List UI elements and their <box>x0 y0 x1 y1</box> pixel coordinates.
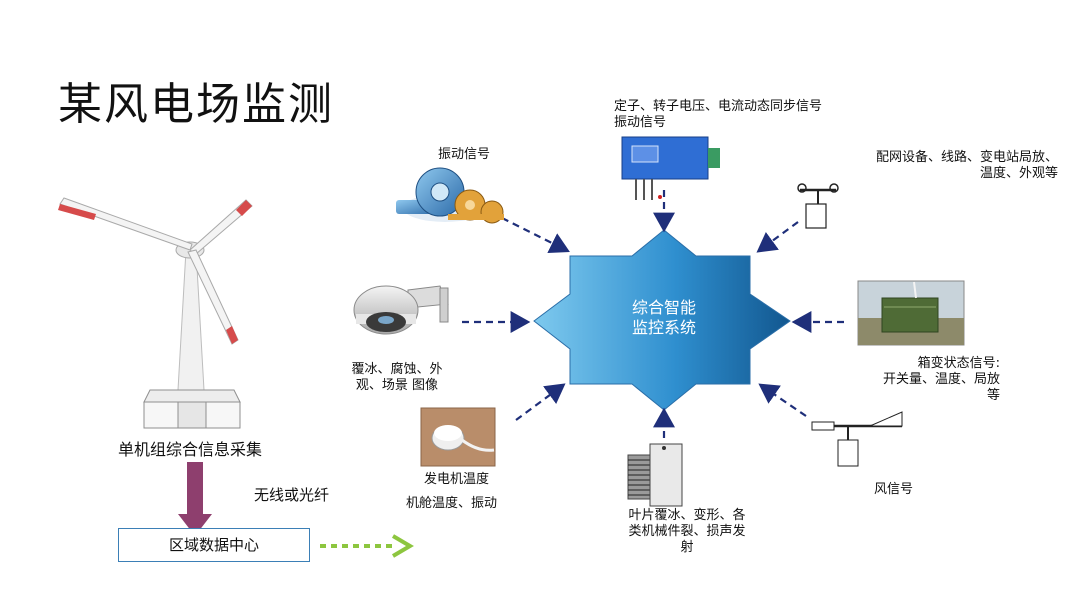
camera-label-line1: 覆冰、腐蚀、外 <box>351 362 443 377</box>
camera-label: 覆冰、腐蚀、外 观、场景 图像 <box>338 362 456 394</box>
box-label-line1: 箱变状态信号: <box>917 356 1000 371</box>
link-label: 无线或光纤 <box>254 486 330 504</box>
box-label-line3: 等 <box>986 388 1000 403</box>
gearbox-icon <box>396 167 504 224</box>
camera-icon <box>353 285 449 335</box>
turbine-caption: 单机组综合信息采集 <box>118 440 263 459</box>
datacenter-label: 区域数据中心 <box>168 536 259 554</box>
arrow-vibration <box>501 217 570 253</box>
hub-label: 综合智能 监控系统 <box>600 298 728 338</box>
blade-label: 叶片覆冰、变形、各 类机械件裂、损声发 射 <box>608 508 766 556</box>
box-transformer-photo <box>857 280 965 346</box>
blade-label-line3: 射 <box>680 540 694 555</box>
camera-label-line2: 观、场景 图像 <box>355 378 439 393</box>
outbound-arrow <box>320 534 414 558</box>
box-transformer-label: 箱变状态信号: 开关量、温度、局放 等 <box>852 356 1000 404</box>
wind-turbine-icon <box>58 197 253 429</box>
grid-label-line2: 温度、外观等 <box>979 166 1058 181</box>
blade-label-line2: 类机械件裂、损声发 <box>628 524 746 539</box>
page-title: 某风电场监测 <box>58 79 334 130</box>
datacenter-box: 区域数据中心 <box>118 528 310 562</box>
hub-label-line1: 综合智能 <box>631 298 696 317</box>
blade-label-line1: 叶片覆冰、变形、各 <box>628 508 746 523</box>
grid-label: 配网设备、线路、变电站局放、 温度、外观等 <box>842 150 1058 182</box>
vibration-label: 振动信号 <box>438 147 491 162</box>
electrical-device-icon <box>621 136 720 200</box>
grid-label-line1: 配网设备、线路、变电站局放、 <box>875 150 1058 165</box>
hub-label-line2: 监控系统 <box>631 318 696 337</box>
arrow-wind <box>758 383 807 417</box>
generator-temp-label: 发电机温度 <box>424 472 490 487</box>
anemometer-icon <box>811 411 903 467</box>
arrow-grid <box>756 221 799 253</box>
box-label-line2: 开关量、温度、局放 <box>882 372 1000 387</box>
nacelle-label: 机舱温度、振动 <box>406 496 498 511</box>
acoustic-sensor-icon <box>627 443 683 507</box>
stator-label-line2: 振动信号 <box>614 115 667 130</box>
wind-signal-label: 风信号 <box>874 482 914 497</box>
stator-label-line1: 定子、转子电压、电流动态同步信号 <box>614 99 823 114</box>
arrow-gen-temp <box>515 383 566 421</box>
temperature-sensor-photo <box>420 407 496 467</box>
grid-sensor-icon <box>797 183 839 229</box>
uplink-arrow <box>178 462 212 536</box>
stator-label: 定子、转子电压、电流动态同步信号 振动信号 <box>614 99 822 131</box>
